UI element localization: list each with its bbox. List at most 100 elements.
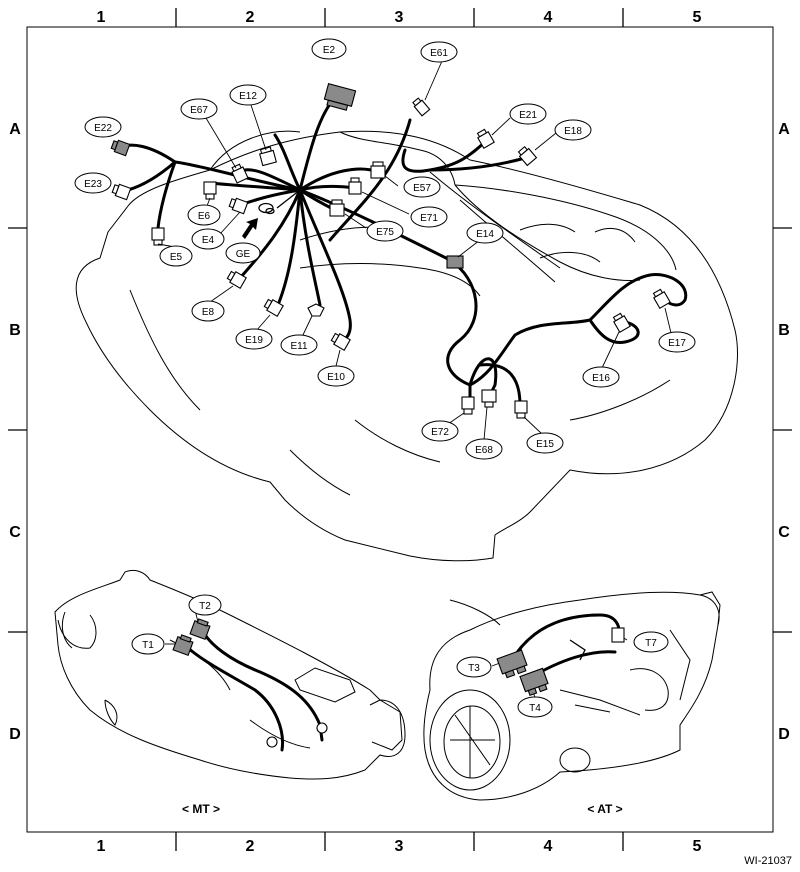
- label-e19: E19: [235, 328, 273, 350]
- svg-text:E12: E12: [239, 91, 257, 102]
- connector-e72-body: [461, 396, 475, 415]
- label-e6: E6: [187, 204, 221, 226]
- figure-code: WI-21037: [744, 855, 792, 867]
- svg-text:E10: E10: [327, 372, 345, 383]
- svg-text:E16: E16: [592, 373, 610, 384]
- svg-text:E19: E19: [245, 335, 263, 346]
- svg-text:E72: E72: [431, 427, 449, 438]
- svg-text:E4: E4: [202, 235, 215, 246]
- svg-text:E68: E68: [475, 445, 493, 456]
- label-t3: T3: [456, 656, 492, 678]
- col-label-bottom-2: 2: [246, 838, 255, 855]
- connector-e22-body: [110, 139, 131, 157]
- svg-text:E8: E8: [202, 307, 215, 318]
- connector-t2-body: [189, 618, 211, 641]
- svg-text:T2: T2: [199, 601, 211, 612]
- label-e17: E17: [658, 331, 696, 353]
- svg-text:E21: E21: [519, 110, 537, 121]
- svg-text:E15: E15: [536, 439, 554, 450]
- ground-terminal: [242, 189, 301, 239]
- at-transmission-outline: [423, 591, 721, 801]
- svg-text:T3: T3: [468, 663, 480, 674]
- col-label-top-1: 1: [97, 9, 106, 26]
- connector-e68-body: [481, 389, 497, 408]
- col-label-bottom-3: 3: [395, 838, 404, 855]
- svg-text:E61: E61: [430, 48, 448, 59]
- label-ge: GE: [225, 242, 261, 264]
- svg-text:E57: E57: [413, 183, 431, 194]
- grid-ticks: [8, 8, 792, 851]
- row-label-left-b: B: [9, 322, 21, 339]
- svg-text:E71: E71: [420, 213, 438, 224]
- label-e23: E23: [74, 172, 112, 194]
- label-e11: E11: [280, 334, 318, 356]
- engine-connector-labels: E2 E61 E21 E18 E67 E12 E22 E23 E57 E6 E7…: [74, 38, 696, 460]
- col-label-top-3: 3: [395, 9, 404, 26]
- label-e61: E61: [420, 41, 458, 63]
- svg-text:T1: T1: [142, 640, 154, 651]
- label-e21: E21: [509, 103, 547, 125]
- connector-e12-body: [259, 146, 277, 167]
- connector-e10-body: [330, 332, 351, 351]
- svg-text:E18: E18: [564, 126, 582, 137]
- label-e67: E67: [180, 98, 218, 120]
- connector-e71-body: [348, 177, 362, 195]
- svg-text:E22: E22: [94, 123, 112, 134]
- connector-t7-body: [611, 627, 625, 643]
- svg-text:E75: E75: [376, 227, 394, 238]
- connector-e18-body: [517, 145, 538, 167]
- connector-e75-body: [329, 199, 345, 217]
- label-t7: T7: [633, 631, 669, 653]
- label-e4: E4: [191, 228, 225, 250]
- engine-harness: [118, 93, 688, 407]
- engine-connector-bodies: [110, 82, 671, 419]
- connector-e67-body: [231, 163, 249, 184]
- row-label-right-c: C: [778, 524, 790, 541]
- connector-e16-body: [612, 312, 631, 333]
- svg-text:E17: E17: [668, 338, 686, 349]
- row-label-right-a: A: [778, 121, 790, 138]
- svg-text:T4: T4: [529, 703, 541, 714]
- col-label-bottom-1: 1: [97, 838, 106, 855]
- connector-e11-body: [307, 303, 325, 317]
- mt-caption: < MT >: [182, 802, 220, 816]
- label-e75: E75: [366, 220, 404, 242]
- label-t4: T4: [517, 696, 553, 718]
- row-label-left-d: D: [9, 726, 21, 743]
- svg-text:E11: E11: [290, 341, 307, 352]
- connector-t4-body: [519, 667, 549, 696]
- row-label-left-c: C: [9, 524, 21, 541]
- label-e22: E22: [84, 116, 122, 138]
- svg-text:T7: T7: [645, 638, 657, 649]
- label-e5: E5: [159, 245, 193, 267]
- label-e71: E71: [410, 206, 448, 228]
- connector-e14-body: [446, 255, 464, 269]
- connector-e23-body: [111, 183, 132, 201]
- svg-text:E6: E6: [198, 211, 211, 222]
- connector-t1-body: [172, 634, 194, 657]
- svg-text:E23: E23: [84, 179, 102, 190]
- row-label-right-b: B: [778, 322, 790, 339]
- connector-t3-body: [496, 649, 528, 679]
- col-label-top-4: 4: [544, 9, 553, 26]
- svg-text:E5: E5: [170, 252, 183, 263]
- label-e10: E10: [317, 365, 355, 387]
- col-label-top-2: 2: [246, 9, 255, 26]
- label-e18: E18: [554, 119, 592, 141]
- svg-text:E67: E67: [190, 105, 208, 116]
- row-label-left-a: A: [9, 121, 21, 138]
- label-e72: E72: [421, 420, 459, 442]
- label-t2: T2: [188, 594, 222, 616]
- label-e8: E8: [191, 300, 225, 322]
- connector-e4-body: [228, 197, 249, 215]
- at-caption: < AT >: [587, 802, 622, 816]
- label-e68: E68: [465, 438, 503, 460]
- svg-text:GE: GE: [236, 249, 251, 260]
- label-e2: E2: [311, 38, 347, 60]
- row-label-right-d: D: [778, 726, 790, 743]
- connector-e2-body: [323, 82, 357, 111]
- connector-e8-body: [226, 270, 247, 289]
- connector-e5-body: [151, 227, 165, 246]
- label-e15: E15: [526, 432, 564, 454]
- connector-e57-body: [370, 161, 386, 179]
